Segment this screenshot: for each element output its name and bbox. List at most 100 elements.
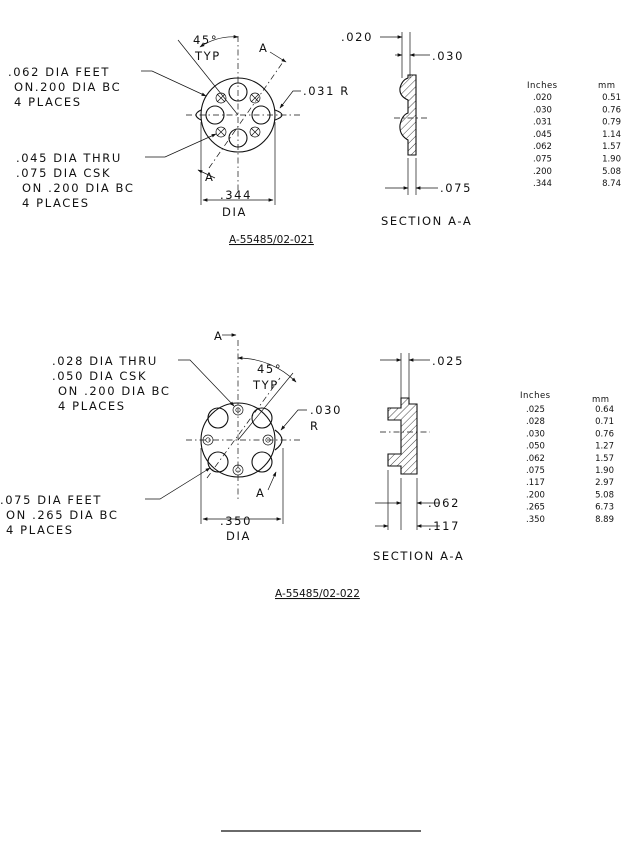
table-cell-inches: .075: [533, 155, 552, 165]
table-cell-inches: .045: [533, 130, 552, 140]
figure-2: 45° TYP A A .028 DIA THRU .050 DIA CSK O…: [0, 329, 614, 600]
fig2-radius-value: .030: [310, 403, 342, 417]
fig1-radius-leader: [279, 90, 301, 109]
table-cell-mm: 8.74: [602, 179, 621, 189]
fig2-thru-note-2: .050 DIA CSK: [52, 369, 147, 383]
table-cell-mm: 1.27: [595, 442, 614, 452]
fig2-angle-arc: [237, 356, 297, 383]
fig1-section-mark-bottom: A: [205, 170, 214, 184]
table-cell-mm: 0.71: [595, 417, 614, 427]
table-cell-inches: .031: [533, 118, 552, 128]
fig2-dia-value: .350: [220, 514, 252, 528]
fig1-feet-note-2: ON.200 DIA BC: [14, 80, 121, 94]
fig1-section-view: .020 .030 .075 SECTION A-A: [341, 30, 472, 228]
fig2-feet-note-1: .075 DIA FEET: [0, 493, 102, 507]
fig2-table-header-mm: mm: [592, 395, 610, 405]
fig1-foot-bottom: [228, 128, 248, 148]
fig1-section-profile: [399, 74, 417, 156]
fig1-foot-right: [251, 105, 271, 125]
table-cell-inches: .117: [526, 478, 545, 488]
fig2-table-header-inches: Inches: [520, 391, 551, 401]
table-cell-mm: 6.73: [595, 503, 614, 513]
fig1-feet-note-1: .062 DIA FEET: [8, 65, 110, 79]
table-cell-inches: .050: [526, 442, 545, 452]
fig1-dia-label: DIA: [222, 205, 247, 219]
table-cell-inches: .200: [526, 490, 545, 500]
table-cell-inches: .075: [526, 466, 545, 476]
fig1-angle-arc: [199, 34, 239, 48]
fig2-foot-br: [251, 451, 273, 473]
fig1-section-dim-top-right: .030: [432, 49, 464, 63]
fig2-section-dim-bottom: .117: [428, 519, 460, 533]
fig2-section-title: SECTION A-A: [373, 549, 464, 563]
fig2-section-profile: [387, 397, 418, 475]
fig2-foot-tr: [251, 407, 273, 429]
fig2-radius-leader: [280, 409, 307, 431]
fig2-section-mark-top: A: [214, 329, 223, 343]
table-cell-mm: 1.57: [602, 142, 621, 152]
fig2-thru-holes: [202, 404, 274, 476]
fig1-feet-leader: [141, 70, 207, 97]
table-cell-mm: 0.79: [602, 118, 621, 128]
fig1-angle-sub: TYP: [194, 49, 221, 63]
fig2-feet-leader: [145, 467, 211, 500]
table-cell-inches: .200: [533, 167, 552, 177]
fig2-thru-leader: [178, 359, 235, 407]
fig2-section-view: .025 .062 .117 SECTION A-A: [373, 353, 464, 563]
table-cell-mm: 1.57: [595, 454, 614, 464]
fig1-angle-leader: [177, 39, 239, 116]
fig1-angle-label: 45°: [193, 33, 218, 47]
fig2-thru-note-3: ON .200 DIA BC: [58, 384, 170, 398]
fig1-caption: A-55485/02-021: [229, 234, 314, 246]
table-cell-mm: 8.89: [595, 515, 614, 525]
table-cell-mm: 1.90: [602, 155, 621, 165]
table-cell-inches: .030: [526, 429, 545, 439]
fig2-foot-bl: [207, 451, 229, 473]
table-cell-inches: .265: [526, 503, 545, 513]
fig1-thru-note-4: 4 PLACES: [22, 196, 90, 210]
fig2-angle-label: 45°: [257, 362, 282, 376]
table-cell-mm: 5.08: [602, 167, 621, 177]
fig2-section-dim-mid: .062: [428, 496, 460, 510]
fig2-thru-note-4: 4 PLACES: [58, 399, 126, 413]
fig2-foot-tl: [207, 407, 229, 429]
fig2-feet-note-2: ON .265 DIA BC: [6, 508, 118, 522]
fig2-feet-note-3: 4 PLACES: [6, 523, 74, 537]
fig1-thru-note-2: .075 DIA CSK: [16, 166, 111, 180]
fig1-thru-note-3: ON .200 DIA BC: [22, 181, 134, 195]
fig1-plan-view: 45° TYP A A .062 DIA FEET ON.200 DIA BC …: [8, 33, 350, 219]
table-cell-inches: .028: [526, 417, 545, 427]
fig2-section-mark-bottom: A: [256, 486, 265, 500]
table-cell-inches: .030: [533, 105, 552, 115]
fig1-section-title: SECTION A-A: [381, 214, 472, 228]
fig1-section-mark-top: A: [259, 41, 268, 55]
fig1-feet-note-3: 4 PLACES: [14, 95, 82, 109]
table-cell-inches: .062: [526, 454, 545, 464]
fig1-thru-leader: [145, 133, 217, 158]
fig1-foot-left: [205, 105, 225, 125]
table-cell-inches: .350: [526, 515, 545, 525]
table-cell-inches: .025: [526, 405, 545, 415]
table-cell-mm: 0.76: [602, 105, 621, 115]
table-cell-inches: .020: [533, 93, 552, 103]
table-cell-mm: 2.97: [595, 478, 614, 488]
table-cell-mm: 0.64: [595, 405, 614, 415]
fig1-section-dim-top-left: .020: [341, 30, 373, 44]
fig1-thru-holes: [215, 92, 261, 138]
fig2-section-dim-top: .025: [432, 354, 464, 368]
fig1-thru-note-1: .045 DIA THRU: [16, 151, 122, 165]
fig1-table-header-mm: mm: [598, 81, 616, 91]
fig1-dia-value: .344: [220, 188, 252, 202]
fig2-dia-label: DIA: [226, 529, 251, 543]
table-cell-mm: 1.14: [602, 130, 621, 140]
fig1-radius-note: .031 R: [303, 84, 350, 98]
table-cell-inches: .062: [533, 142, 552, 152]
fig2-plan-view: 45° TYP A A .028 DIA THRU .050 DIA CSK O…: [0, 329, 342, 543]
table-cell-mm: 1.90: [595, 466, 614, 476]
table-cell-inches: .344: [533, 179, 552, 189]
figure-1: 45° TYP A A .062 DIA FEET ON.200 DIA BC …: [8, 30, 621, 246]
